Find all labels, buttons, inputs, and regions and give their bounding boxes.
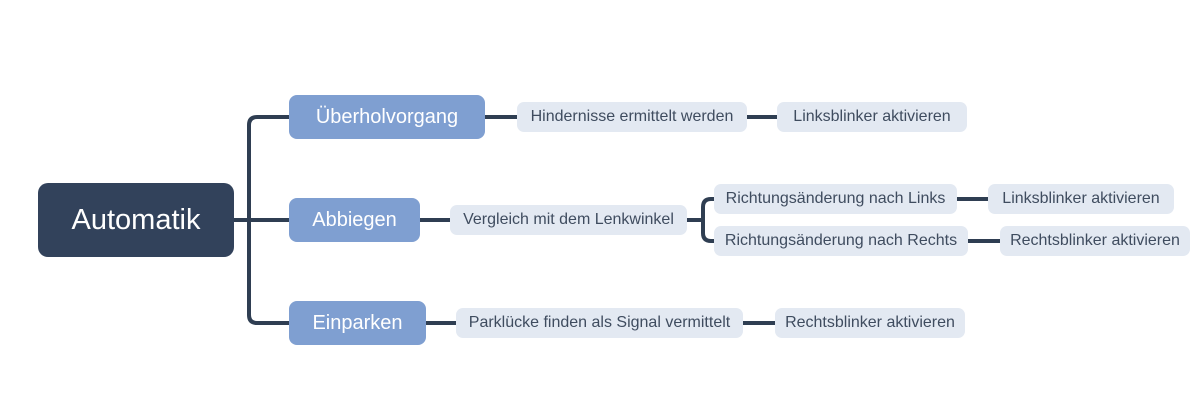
- leaf-node-rechtsblinker-aktivieren-mid[interactable]: Rechtsblinker aktivieren: [1000, 226, 1190, 256]
- branch-node-einparken[interactable]: Einparken: [289, 301, 426, 345]
- connector-split-bracket: [701, 197, 720, 243]
- leaf-node-linksblinker-aktivieren-mid[interactable]: Linksblinker aktivieren: [988, 184, 1174, 214]
- connector-trunk-bottom: [247, 220, 295, 325]
- leaf-node-rechtsblinker-aktivieren-bottom[interactable]: Rechtsblinker aktivieren: [775, 308, 965, 338]
- leaf-node-hindernisse-ermittelt[interactable]: Hindernisse ermittelt werden: [517, 102, 747, 132]
- branch-node-abbiegen[interactable]: Abbiegen: [289, 198, 420, 242]
- branch-node-ueberholvorgang[interactable]: Überholvorgang: [289, 95, 485, 139]
- root-node-automatik[interactable]: Automatik: [38, 183, 234, 257]
- leaf-node-richtungsaenderung-links[interactable]: Richtungsänderung nach Links: [714, 184, 957, 214]
- leaf-node-parkluecke-finden[interactable]: Parklücke finden als Signal vermittelt: [456, 308, 743, 338]
- leaf-node-vergleich-lenkwinkel[interactable]: Vergleich mit dem Lenkwinkel: [450, 205, 687, 235]
- leaf-node-linksblinker-aktivieren-top[interactable]: Linksblinker aktivieren: [777, 102, 967, 132]
- connector-trunk-top: [247, 115, 295, 220]
- leaf-node-richtungsaenderung-rechts[interactable]: Richtungsänderung nach Rechts: [714, 226, 968, 256]
